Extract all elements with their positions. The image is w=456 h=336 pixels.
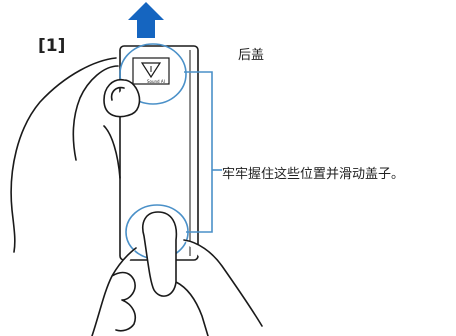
back-cover-label: 后盖 — [238, 48, 265, 63]
triangle-warning-icon — [140, 62, 162, 79]
right-hand — [91, 211, 263, 336]
up-arrow-icon — [128, 2, 164, 38]
callout-bracket — [184, 71, 213, 233]
device-mark-text: Sound AI — [147, 79, 165, 84]
left-hand — [10, 57, 141, 253]
top-grip-highlight — [119, 43, 187, 105]
grip-instruction-label: 牢牢握住这些位置并滑动盖子。 — [222, 167, 405, 182]
step-label: [1] — [38, 36, 66, 56]
